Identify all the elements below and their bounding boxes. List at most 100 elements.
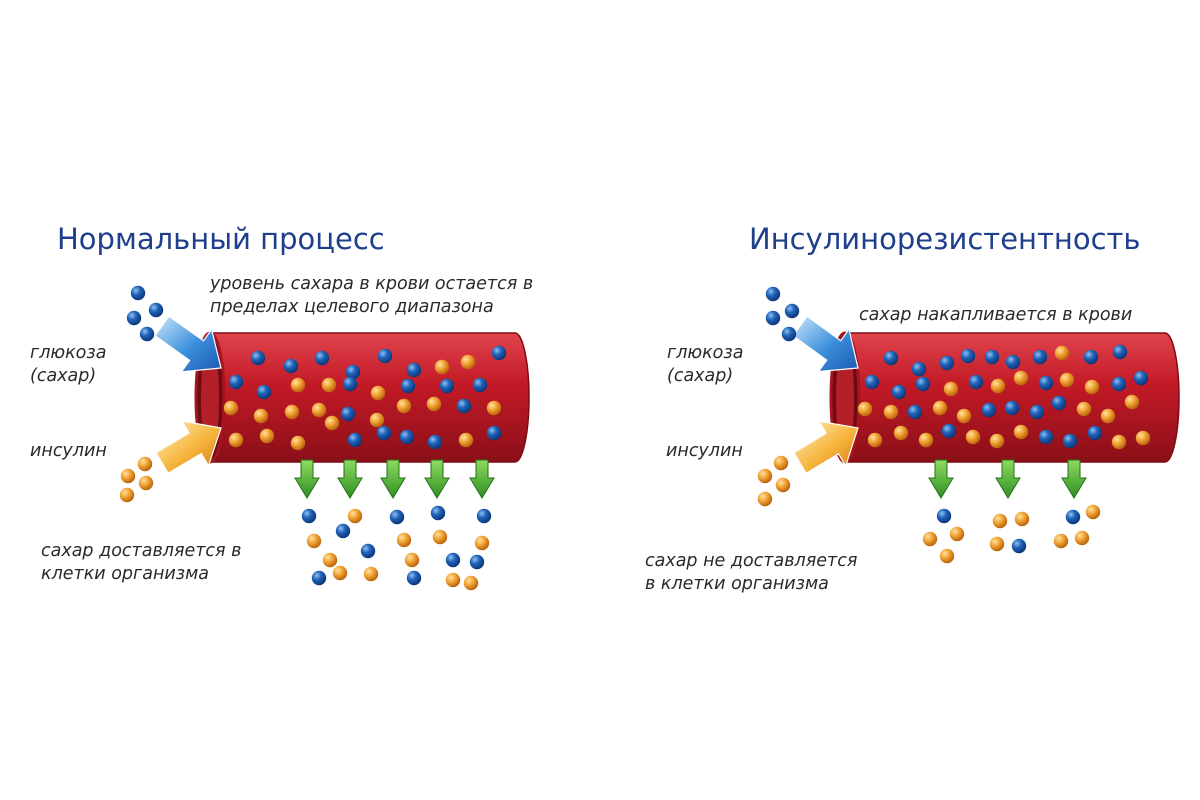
insulin-molecule xyxy=(1100,408,1116,424)
insulin-label: инсулин xyxy=(30,441,107,461)
glucose-molecule xyxy=(472,377,488,393)
glucose-molecule xyxy=(907,404,923,420)
blood-sugar-range-line-1: уровень сахара в крови остается в xyxy=(210,274,534,294)
blood-vessel xyxy=(194,331,530,464)
glucose-molecule xyxy=(1065,509,1081,525)
insulin-molecule xyxy=(867,432,883,448)
glucose-molecule xyxy=(883,350,899,366)
vessel-body xyxy=(195,332,530,463)
glucose-molecule xyxy=(981,402,997,418)
glucose-inflow-arrow xyxy=(154,315,222,373)
glucose-molecule xyxy=(256,384,272,400)
insulin-molecule xyxy=(322,552,338,568)
insulin-molecule xyxy=(1074,530,1090,546)
insulin-molecule xyxy=(137,456,153,472)
glucose-molecule xyxy=(377,348,393,364)
glucose-molecule xyxy=(148,302,164,318)
insulin-molecule xyxy=(290,377,306,393)
insulin-molecule xyxy=(396,532,412,548)
glucose-molecule xyxy=(968,374,984,390)
glucose-molecule xyxy=(439,378,455,394)
insulin-molecule xyxy=(460,354,476,370)
glucose-molecule xyxy=(311,570,327,586)
sugar-not-delivered-note: сахар не доставляется в клетки организма xyxy=(645,550,857,596)
glucose-molecule xyxy=(301,508,317,524)
insulin-molecule xyxy=(1124,394,1140,410)
insulin-molecule xyxy=(1084,379,1100,395)
insulin-molecule xyxy=(332,565,348,581)
insulin-molecule xyxy=(757,491,773,507)
sugar-delivered-line-2: клетки организма xyxy=(41,564,210,584)
glucose-molecule xyxy=(1011,538,1027,554)
insulin-molecule xyxy=(1076,401,1092,417)
insulin-molecule xyxy=(1135,430,1151,446)
insulin-molecule xyxy=(223,400,239,416)
down-arrow-icon xyxy=(928,459,954,499)
sugar-not-delivered-line-1: сахар не доставляется xyxy=(645,551,858,571)
glucose-molecule xyxy=(335,523,351,539)
down-arrow-icon xyxy=(294,459,320,499)
insulin-molecule xyxy=(1053,533,1069,549)
insulin-molecule xyxy=(306,533,322,549)
insulin-molecule xyxy=(989,433,1005,449)
glucose-molecule xyxy=(1111,376,1127,392)
insulin-molecule xyxy=(1059,372,1075,388)
glucose-molecule xyxy=(1062,433,1078,449)
insulin-molecule xyxy=(120,468,136,484)
glucose-molecule xyxy=(283,358,299,374)
glucose-molecule xyxy=(476,508,492,524)
insulin-molecule xyxy=(404,552,420,568)
normal-process-illustration xyxy=(119,285,530,591)
insulin-molecule xyxy=(883,404,899,420)
insulin-label-resistance: инсулин xyxy=(666,441,743,461)
glucose-molecule xyxy=(486,425,502,441)
glucose-label-resistance-line-1: глюкоза xyxy=(667,343,744,363)
glucose-molecule xyxy=(864,374,880,390)
glucose-label: глюкоза (сахар) xyxy=(30,342,106,388)
insulin-molecule xyxy=(259,428,275,444)
insulin-molecule xyxy=(918,432,934,448)
insulin-molecule xyxy=(474,535,490,551)
down-arrow-icon xyxy=(337,459,363,499)
glucose-molecule xyxy=(456,398,472,414)
glucose-molecule xyxy=(360,543,376,559)
sugar-delivered-line-1: сахар доставляется в xyxy=(41,541,242,561)
glucose-molecule xyxy=(765,310,781,326)
insulin-molecule xyxy=(990,378,1006,394)
glucose-molecule xyxy=(1133,370,1149,386)
glucose-molecule xyxy=(960,348,976,364)
glucose-molecule xyxy=(126,310,142,326)
down-arrow-icon xyxy=(380,459,406,499)
insulin-resistance-illustration xyxy=(757,286,1180,564)
insulin-molecule xyxy=(857,401,873,417)
glucose-molecule xyxy=(1087,425,1103,441)
glucose-molecule xyxy=(1051,395,1067,411)
glucose-molecule xyxy=(915,376,931,392)
insulin-molecule xyxy=(965,429,981,445)
glucose-molecule xyxy=(406,570,422,586)
glucose-molecule xyxy=(1083,349,1099,365)
glucose-molecule xyxy=(400,378,416,394)
insulin-molecule xyxy=(363,566,379,582)
glucose-molecule xyxy=(427,434,443,450)
insulin-molecule xyxy=(956,408,972,424)
glucose-molecule xyxy=(376,425,392,441)
insulin-molecule xyxy=(284,404,300,420)
insulin-resistance-panel: Инсулинорезистентность сахар накапливает… xyxy=(600,0,1200,800)
glucose-molecule xyxy=(1112,344,1128,360)
glucose-molecule xyxy=(1038,429,1054,445)
insulin-molecule xyxy=(939,548,955,564)
glucose-molecule xyxy=(939,355,955,371)
sugar-accumulates-note: сахар накапливается в крови xyxy=(859,305,1133,325)
glucose-molecule xyxy=(445,552,461,568)
down-arrow-icon xyxy=(1061,459,1087,499)
glucose-molecule xyxy=(784,303,800,319)
insulin-inflow-arrow xyxy=(792,420,859,475)
insulin-molecule xyxy=(228,432,244,448)
insulin-molecule xyxy=(1013,370,1029,386)
glucose-molecule xyxy=(314,350,330,366)
glucose-molecule xyxy=(469,554,485,570)
down-arrow-icon xyxy=(469,459,495,499)
insulin-molecule xyxy=(1085,504,1101,520)
glucose-molecule xyxy=(911,361,927,377)
